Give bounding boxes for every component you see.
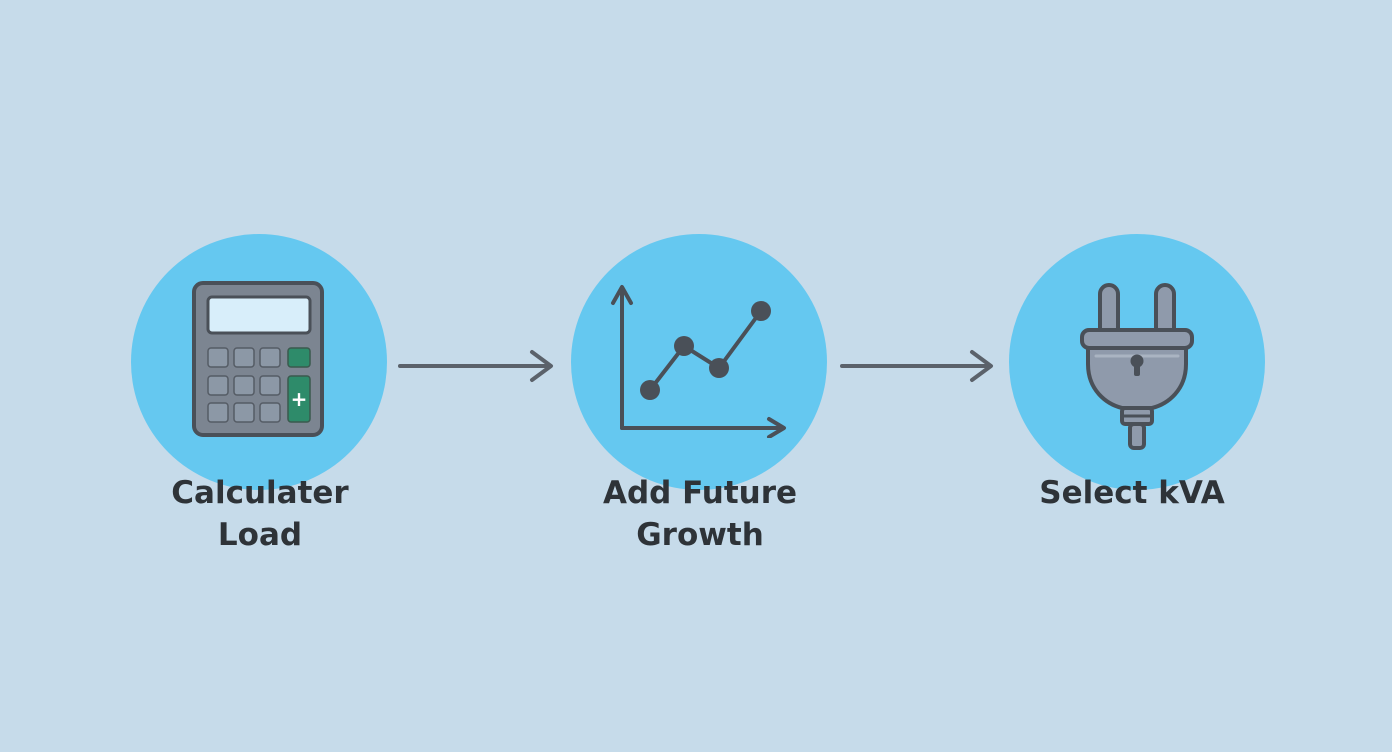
arrow-right-icon [840, 350, 993, 382]
line-chart-icon [611, 285, 786, 438]
step-circle [571, 234, 827, 490]
calculator-icon: + [192, 281, 324, 437]
calculator-plus-symbol: + [291, 387, 308, 411]
step-label: Select kVA [1039, 475, 1225, 511]
arrow-right-icon [398, 350, 553, 382]
step-label: Calculater Load [171, 475, 349, 553]
power-plug-icon [1080, 283, 1194, 450]
step-label: Add Future Growth [602, 475, 798, 553]
